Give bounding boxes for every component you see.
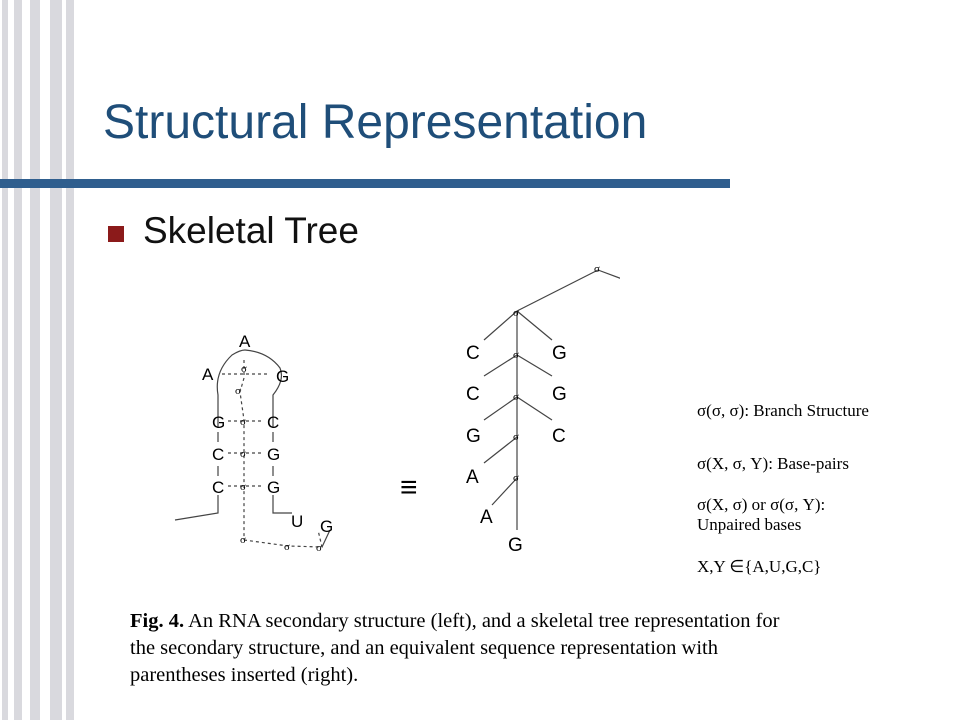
rna-hairpin-labels: A A G G C C G C G U G: [202, 332, 333, 536]
svg-text:G: G: [212, 413, 225, 432]
svg-text:U: U: [291, 512, 303, 531]
legend-unpaired-bases: Unpaired bases: [697, 515, 802, 534]
svg-text:σ: σ: [235, 385, 241, 397]
bullet-marker: [108, 226, 124, 242]
skeletal-tree-labels: C G U G C G G C A A G: [466, 343, 567, 555]
svg-text:A: A: [202, 365, 214, 384]
svg-text:σ: σ: [240, 416, 246, 428]
svg-text:σ: σ: [240, 481, 246, 493]
legend-alphabet: X,Y ∈{A,U,G,C}: [697, 557, 822, 576]
title-underline: [0, 179, 730, 188]
rna-hairpin: [174, 349, 331, 548]
svg-text:G: G: [552, 384, 567, 405]
svg-text:G: G: [508, 535, 523, 555]
svg-text:σ: σ: [594, 263, 600, 275]
rna-sigma-nodes: σ σ σ σ σ σ σ σ: [235, 363, 322, 554]
decorative-side-stripes: [0, 0, 74, 720]
svg-text:σ: σ: [240, 534, 246, 546]
svg-text:G: G: [466, 426, 481, 447]
legend: σ(σ, σ): Branch Structure σ(X, σ, Y): Ba…: [697, 401, 869, 577]
rna-figure: A A G G C C G C G U G σ σ σ σ σ σ σ σ ≡: [174, 263, 620, 555]
bullet-text: Skeletal Tree: [143, 210, 359, 251]
figure-caption: Fig. 4. An RNA secondary structure (left…: [130, 608, 780, 689]
equivalence-symbol: ≡: [400, 471, 418, 504]
legend-unpaired: σ(X, σ) or σ(σ, Y):: [697, 495, 826, 514]
svg-text:A: A: [466, 467, 479, 488]
svg-text:G: G: [267, 445, 280, 464]
svg-text:σ: σ: [241, 363, 247, 375]
caption-label: Fig. 4.: [130, 610, 185, 632]
skeletal-tree-edges: [483, 269, 620, 530]
legend-base-pairs: σ(X, σ, Y): Base-pairs: [697, 454, 849, 473]
svg-text:σ: σ: [513, 431, 519, 443]
svg-text:C: C: [466, 384, 480, 405]
svg-text:G: G: [276, 367, 289, 386]
svg-text:σ: σ: [240, 448, 246, 460]
svg-text:σ: σ: [513, 472, 519, 484]
svg-text:C: C: [267, 413, 279, 432]
skeletal-tree-sigmas: σ σ σ σ σ σ σ: [513, 263, 600, 484]
caption-text: An RNA secondary structure (left), and a…: [130, 610, 780, 686]
svg-text:G: G: [552, 343, 567, 364]
svg-text:C: C: [552, 426, 566, 447]
svg-text:G: G: [320, 517, 333, 536]
svg-text:G: G: [267, 478, 280, 497]
svg-text:C: C: [212, 478, 224, 497]
svg-text:σ: σ: [316, 542, 322, 554]
svg-text:C: C: [466, 343, 480, 364]
svg-text:C: C: [212, 445, 224, 464]
legend-branch-structure: σ(σ, σ): Branch Structure: [697, 401, 869, 420]
slide-title: Structural Representation: [103, 96, 648, 149]
svg-text:A: A: [239, 332, 251, 351]
svg-text:σ: σ: [284, 541, 290, 553]
svg-text:A: A: [480, 507, 493, 528]
svg-text:σ: σ: [513, 349, 519, 361]
svg-text:σ: σ: [513, 307, 519, 319]
svg-text:σ: σ: [513, 391, 519, 403]
